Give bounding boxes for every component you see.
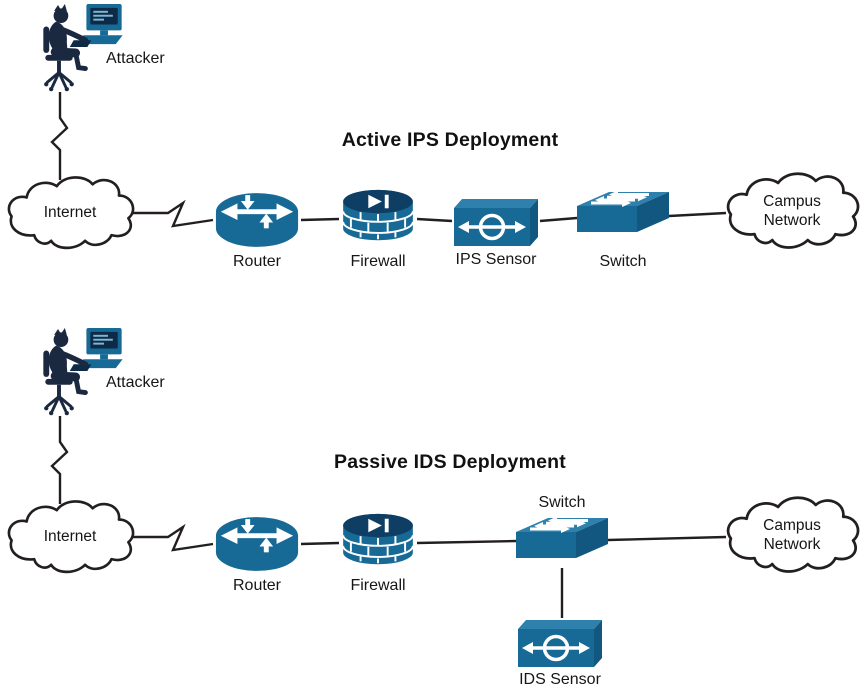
internet-label: Internet: [43, 204, 97, 222]
link-attacker-internet-top: [50, 92, 69, 180]
router-icon: [213, 514, 301, 575]
firewall-icon: [339, 511, 417, 571]
link-switch-campus-top: [668, 211, 727, 218]
ids-sensor-label: IDS Sensor: [519, 671, 601, 688]
link-router-firewall-top: [300, 217, 340, 222]
link-firewall-ips-top: [416, 217, 453, 223]
router-label: Router: [232, 253, 282, 270]
campus-network-label: Campus Network: [763, 516, 821, 553]
router-icon: [213, 190, 301, 251]
ips-sensor-label: IPS Sensor: [455, 251, 537, 268]
router-label: Router: [232, 577, 282, 594]
internet-label: Internet: [43, 528, 97, 546]
attacker-label: Attacker: [106, 50, 165, 67]
section-title-active-ips: Active IPS Deployment: [341, 129, 559, 151]
switch-icon: [577, 186, 669, 244]
switch-icon: [516, 512, 608, 570]
link-switch-campus-bottom: [607, 535, 727, 542]
link-router-firewall-bottom: [300, 541, 340, 546]
attacker-label: Attacker: [106, 374, 165, 391]
link-internet-router-top: [131, 199, 214, 228]
link-ips-switch-top: [539, 216, 578, 223]
ids-sensor-icon: [516, 617, 604, 669]
switch-label: Switch: [599, 253, 647, 270]
firewall-icon: [339, 187, 417, 247]
link-internet-router-bottom: [131, 523, 214, 552]
firewall-label: Firewall: [350, 253, 406, 270]
firewall-label: Firewall: [350, 577, 406, 594]
section-title-passive-ids: Passive IDS Deployment: [334, 451, 566, 473]
campus-network-label: Campus Network: [763, 192, 821, 229]
link-attacker-internet-bottom: [50, 416, 69, 504]
switch-label: Switch: [538, 494, 586, 511]
ips-sensor-icon: [452, 196, 540, 248]
link-firewall-switch-bottom: [416, 539, 517, 545]
